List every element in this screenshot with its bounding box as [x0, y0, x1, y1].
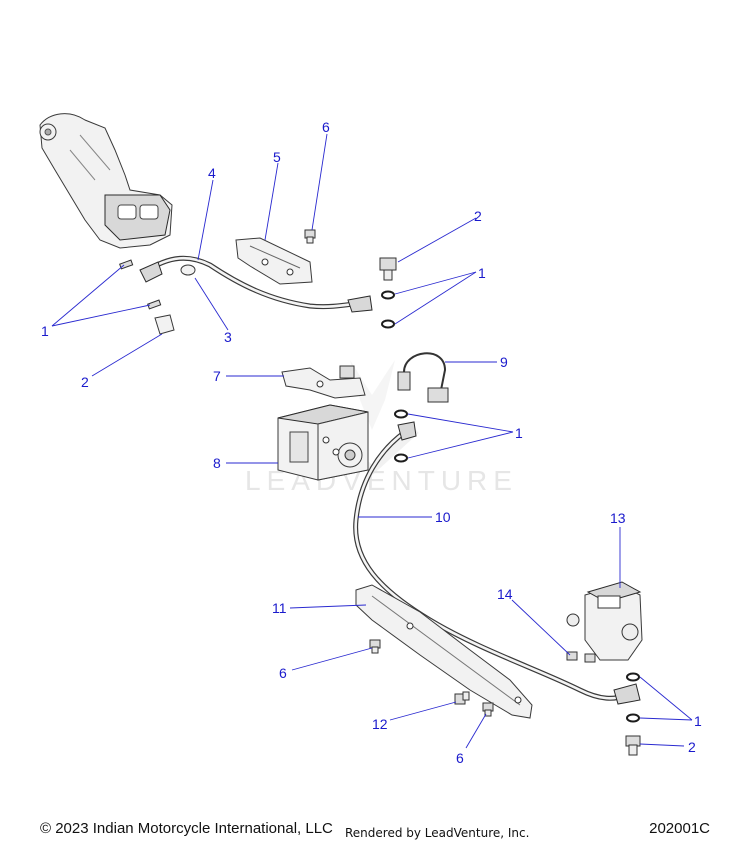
callout-1-lower: 1 — [694, 713, 702, 729]
leader-lines — [51, 133, 693, 749]
callout-4: 4 — [208, 165, 216, 181]
callout-6-lower-center: 6 — [456, 750, 464, 766]
bolts-14 — [566, 651, 596, 663]
callout-10: 10 — [435, 509, 451, 525]
callout-labels: 1 1 1 1 2 2 2 3 4 5 6 6 6 7 8 9 10 11 12… — [41, 119, 702, 766]
callout-14: 14 — [497, 586, 513, 602]
left-fittings — [119, 259, 175, 335]
callout-6-left-lower: 6 — [279, 665, 287, 681]
callout-1-upper-right: 1 — [478, 265, 486, 281]
callout-3: 3 — [224, 329, 232, 345]
diagram-code: 202001C — [649, 820, 710, 837]
callout-5: 5 — [273, 149, 281, 165]
banjo-bolt-upper — [379, 257, 397, 281]
abs-bracket — [281, 365, 366, 399]
wheel-speed-sensor — [397, 352, 449, 403]
callout-13: 13 — [610, 510, 626, 526]
callout-2-lower: 2 — [688, 739, 696, 755]
o-rings-lower — [626, 672, 640, 723]
callout-7: 7 — [213, 368, 221, 384]
callout-2-upper-right: 2 — [474, 208, 482, 224]
clip-12 — [454, 691, 470, 705]
callout-9: 9 — [500, 354, 508, 370]
callout-11: 11 — [272, 600, 287, 616]
hose-guard-bracket — [355, 584, 533, 719]
bolt-top — [304, 229, 316, 244]
caliper-assembly — [39, 113, 173, 249]
callout-1-middle: 1 — [515, 425, 523, 441]
abs-module — [277, 404, 369, 481]
o-rings-middle — [394, 409, 408, 463]
o-rings-upper — [381, 290, 395, 329]
callout-6-top: 6 — [322, 119, 330, 135]
brake-line-upper — [139, 255, 373, 313]
bolt-lower-left — [369, 639, 381, 654]
callout-1-left: 1 — [41, 323, 49, 339]
callout-2-left: 2 — [81, 374, 89, 390]
callout-12: 12 — [372, 716, 388, 732]
rendered-by-text: Rendered by LeadVenture, Inc. — [345, 826, 530, 840]
bolt-lower-center — [482, 702, 494, 717]
master-cylinder — [566, 581, 643, 661]
copyright-text: © 2023 Indian Motorcycle International, … — [40, 820, 333, 837]
callout-8: 8 — [213, 455, 221, 471]
banjo-bolt-lower — [625, 735, 641, 756]
bracket-upper — [235, 237, 313, 285]
